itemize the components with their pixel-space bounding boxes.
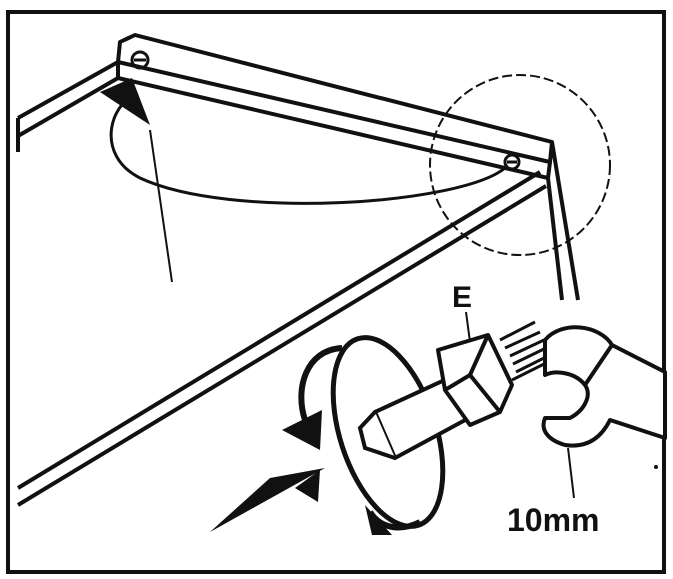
detail-circle (429, 74, 611, 256)
label-size-leader (567, 447, 575, 499)
left-rail (16, 60, 120, 152)
pull-arrow (210, 468, 325, 532)
move-arrow (100, 78, 506, 205)
screw-hole-left (130, 50, 150, 70)
top-rail (116, 33, 554, 180)
marker-dot (654, 465, 658, 469)
pointer-line (149, 129, 173, 283)
illustration-border (6, 10, 666, 574)
bolt-tip (357, 410, 396, 460)
screw-hole-right (503, 153, 521, 171)
hex-nut (436, 333, 514, 427)
wrench-size-label: 10mm (507, 502, 600, 538)
label-e-leader (465, 311, 471, 343)
part-label-e: E (452, 281, 473, 314)
rotation-arrow-top (282, 345, 343, 450)
rotation-arrow-bottom (365, 505, 422, 535)
wrench (541, 325, 667, 448)
cabinet-diagonal-edges (16, 170, 548, 507)
right-post (546, 141, 580, 301)
threaded-stud (499, 320, 549, 382)
